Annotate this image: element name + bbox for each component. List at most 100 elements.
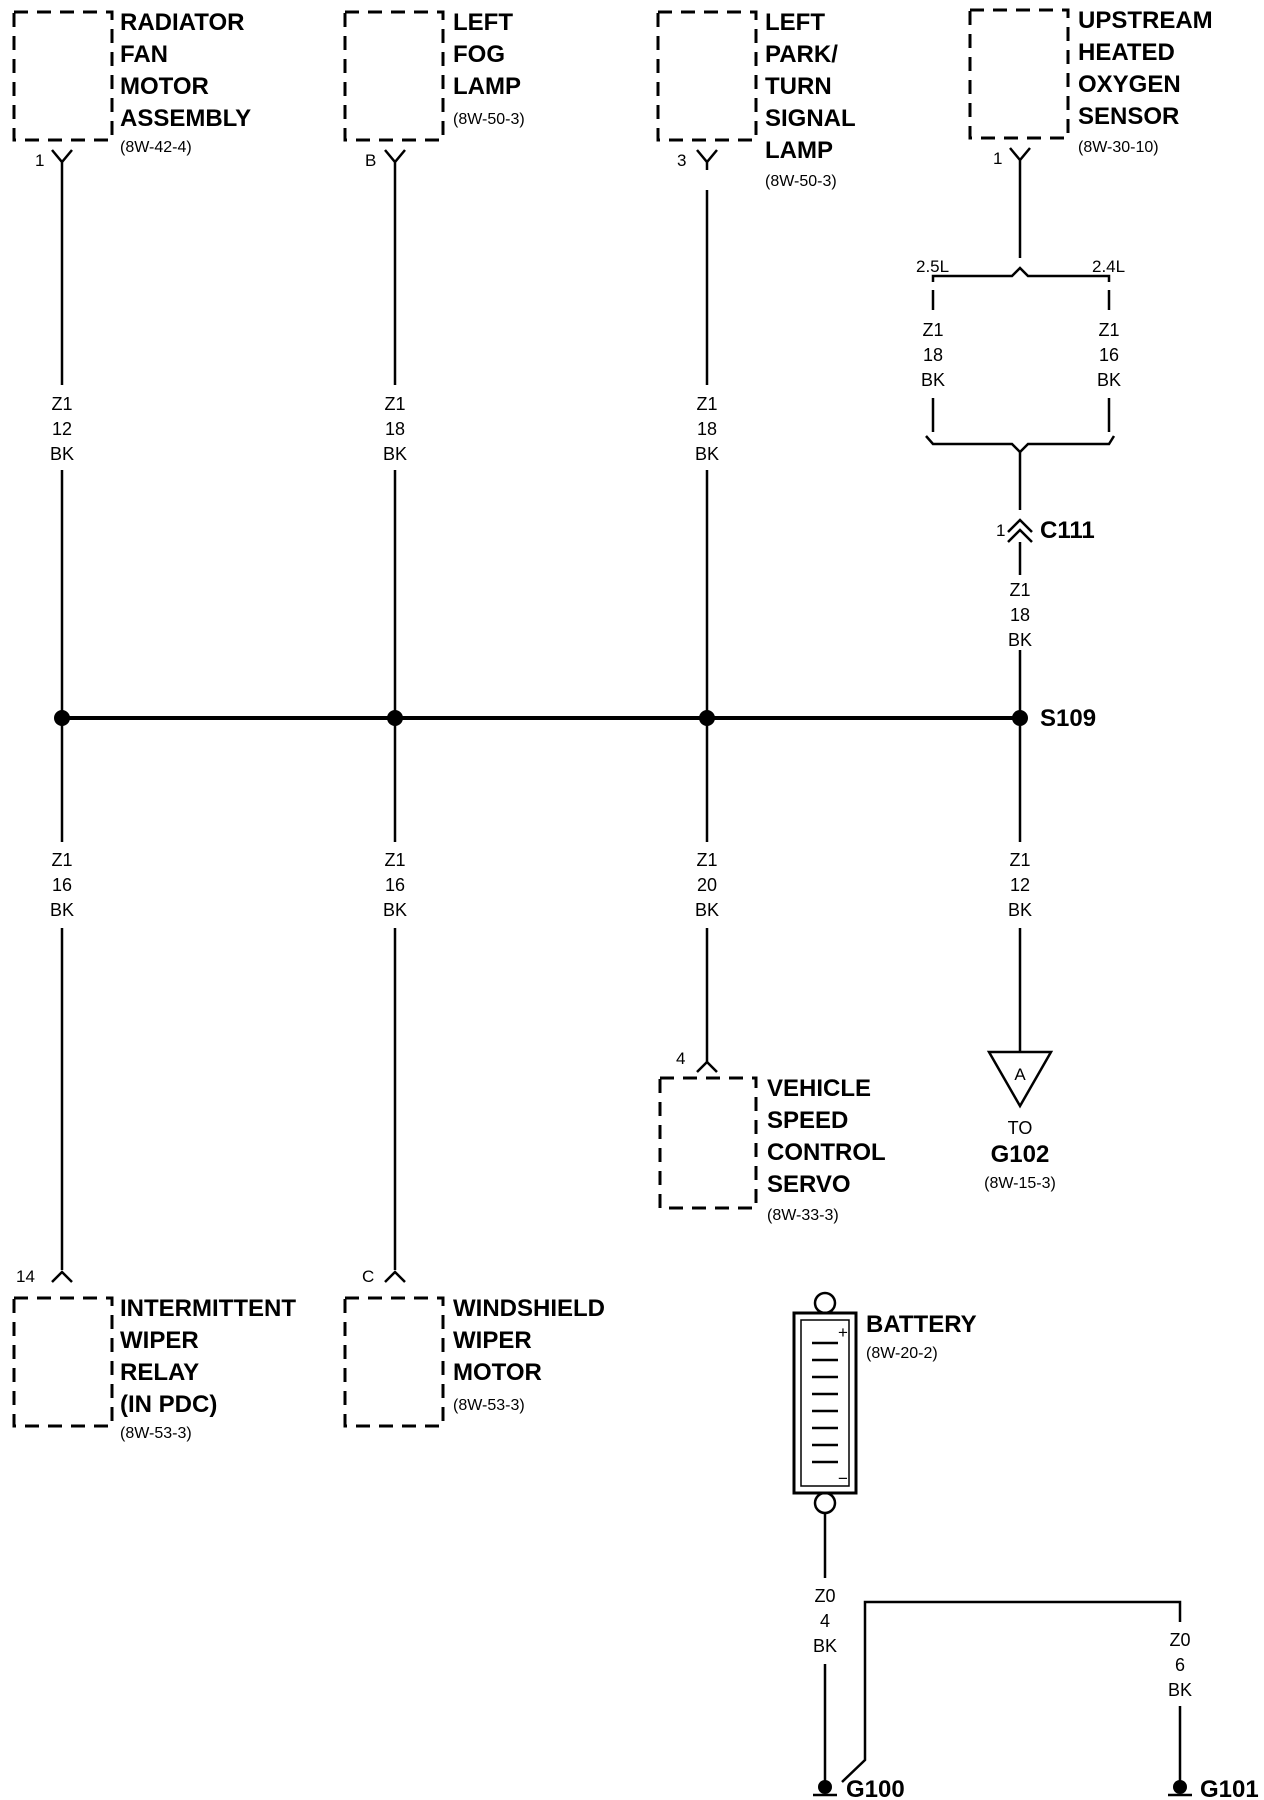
battery-plus: + (838, 1323, 848, 1342)
left-fog-label-3: LAMP (453, 73, 521, 100)
offpage-letter: A (1014, 1065, 1026, 1084)
left-fog-label-1: LEFT (453, 9, 513, 36)
left-fog-lamp: LEFT FOG LAMP (8W-50-3) B (343, 9, 525, 170)
o2-sensor-pin: 1 (993, 149, 1002, 168)
radiator-fan-ref: (8W-42-4) (120, 139, 192, 156)
speed-servo-pin: 4 (676, 1049, 685, 1068)
g100-label: G100 (846, 1776, 905, 1800)
o2-sensor-label-2: HEATED (1078, 39, 1175, 66)
bottom-wires (60, 718, 1022, 1270)
svg-text:Z1: Z1 (384, 394, 405, 414)
ground-g100: G100 (813, 1776, 905, 1800)
speed-servo-label-4: SERVO (767, 1171, 851, 1198)
wire-label-wiper-motor: Z1 16 BK (383, 850, 407, 920)
svg-text:Z0: Z0 (814, 1586, 835, 1606)
c111-pin: 1 (996, 521, 1005, 540)
svg-text:6: 6 (1175, 1655, 1185, 1675)
wire-label-servo: Z1 20 BK (695, 850, 719, 920)
wire-labels: Z1 12 BK Z1 18 BK Z1 18 BK Z1 18 BK Z1 1… (50, 320, 1192, 1700)
offpage-to: TO (1008, 1118, 1033, 1138)
svg-text:BK: BK (383, 444, 407, 464)
svg-text:18: 18 (1010, 605, 1030, 625)
offpage-ground: G102 (991, 1141, 1050, 1168)
top-wires (60, 168, 1022, 718)
wiper-motor-label-1: WINDSHIELD (453, 1295, 605, 1322)
svg-text:12: 12 (1010, 875, 1030, 895)
wiper-motor-label-3: MOTOR (453, 1359, 542, 1386)
battery-label: BATTERY (866, 1311, 977, 1338)
svg-text:Z0: Z0 (1169, 1630, 1190, 1650)
c111-label: C111 (1040, 517, 1095, 544)
ground-g101: G101 (1168, 1776, 1259, 1800)
battery-ref: (8W-20-2) (866, 1345, 938, 1362)
left-park-pin: 3 (677, 151, 686, 170)
svg-text:18: 18 (697, 419, 717, 439)
svg-text:18: 18 (923, 345, 943, 365)
wire-label-fan-top: Z1 12 BK (50, 394, 74, 464)
wiper-motor-label-2: WIPER (453, 1327, 532, 1354)
left-park-turn-signal-lamp: LEFT PARK/ TURN SIGNAL LAMP (8W-50-3) 3 (656, 9, 856, 190)
o2-sensor-label-4: SENSOR (1078, 103, 1179, 130)
wiper-relay-label-4: (IN PDC) (120, 1391, 217, 1418)
left-park-label-1: LEFT (765, 9, 825, 36)
svg-text:Z1: Z1 (51, 850, 72, 870)
o2-sensor-label-3: OXYGEN (1078, 71, 1181, 98)
svg-text:16: 16 (1099, 345, 1119, 365)
svg-text:Z1: Z1 (696, 850, 717, 870)
wiper-motor-ref: (8W-53-3) (453, 1397, 525, 1414)
wire-label-g101: Z0 6 BK (1168, 1630, 1192, 1700)
svg-text:12: 12 (52, 419, 72, 439)
upstream-heated-oxygen-sensor: UPSTREAM HEATED OXYGEN SENSOR (8W-30-10)… (968, 7, 1213, 168)
wire-label-g100: Z0 4 BK (813, 1586, 837, 1656)
left-park-label-4: SIGNAL (765, 105, 856, 132)
offpage-reference-g102: A TO G102 (8W-15-3) (984, 1050, 1056, 1192)
battery-minus: − (838, 1469, 848, 1488)
svg-text:20: 20 (697, 875, 717, 895)
svg-text:BK: BK (813, 1636, 837, 1656)
svg-text:16: 16 (385, 875, 405, 895)
speed-servo-ref: (8W-33-3) (767, 1207, 839, 1224)
engine-option-left: 2.5L (916, 257, 949, 276)
svg-text:BK: BK (1168, 1680, 1192, 1700)
svg-text:Z1: Z1 (384, 850, 405, 870)
wiper-relay-pin: 14 (16, 1267, 35, 1286)
splice-bus: S109 (54, 705, 1096, 732)
svg-text:BK: BK (50, 444, 74, 464)
wiper-relay-ref: (8W-53-3) (120, 1425, 192, 1442)
radiator-fan-label-3: MOTOR (120, 73, 209, 100)
wire-label-relay: Z1 16 BK (50, 850, 74, 920)
engine-option-right: 2.4L (1092, 257, 1125, 276)
wire-label-c111-s109: Z1 18 BK (1008, 580, 1032, 650)
engine-option-braces: 2.5L 2.4L (916, 257, 1125, 510)
left-fog-label-2: FOG (453, 41, 505, 68)
svg-text:BK: BK (1008, 630, 1032, 650)
left-park-label-3: TURN (765, 73, 832, 100)
speed-servo-label-3: CONTROL (767, 1139, 886, 1166)
top-pin-symbols (51, 147, 1031, 170)
svg-text:16: 16 (52, 875, 72, 895)
left-park-ref: (8W-50-3) (765, 173, 837, 190)
svg-text:18: 18 (385, 419, 405, 439)
c111-connector: 1 C111 (996, 517, 1095, 718)
offpage-ref: (8W-15-3) (984, 1175, 1056, 1192)
wire-label-25l: Z1 18 BK (921, 320, 945, 390)
bottom-pin-symbols (51, 1060, 718, 1283)
svg-text:Z1: Z1 (922, 320, 943, 340)
o2-sensor-ref: (8W-30-10) (1078, 139, 1159, 156)
wiper-relay-label-2: WIPER (120, 1327, 199, 1354)
g101-label: G101 (1200, 1776, 1259, 1800)
speed-servo-label-2: SPEED (767, 1107, 848, 1134)
wire-label-fog-top: Z1 18 BK (383, 394, 407, 464)
wiper-relay-label-1: INTERMITTENT (120, 1295, 296, 1322)
s109-label: S109 (1040, 705, 1096, 732)
svg-text:Z1: Z1 (696, 394, 717, 414)
left-park-label-2: PARK/ (765, 41, 838, 68)
radiator-fan-label-1: RADIATOR (120, 9, 244, 36)
wire-label-g102: Z1 12 BK (1008, 850, 1032, 920)
svg-text:Z1: Z1 (1098, 320, 1119, 340)
svg-text:4: 4 (820, 1611, 830, 1631)
svg-text:BK: BK (695, 444, 719, 464)
radiator-fan-pin: 1 (35, 151, 44, 170)
svg-text:Z1: Z1 (1009, 850, 1030, 870)
